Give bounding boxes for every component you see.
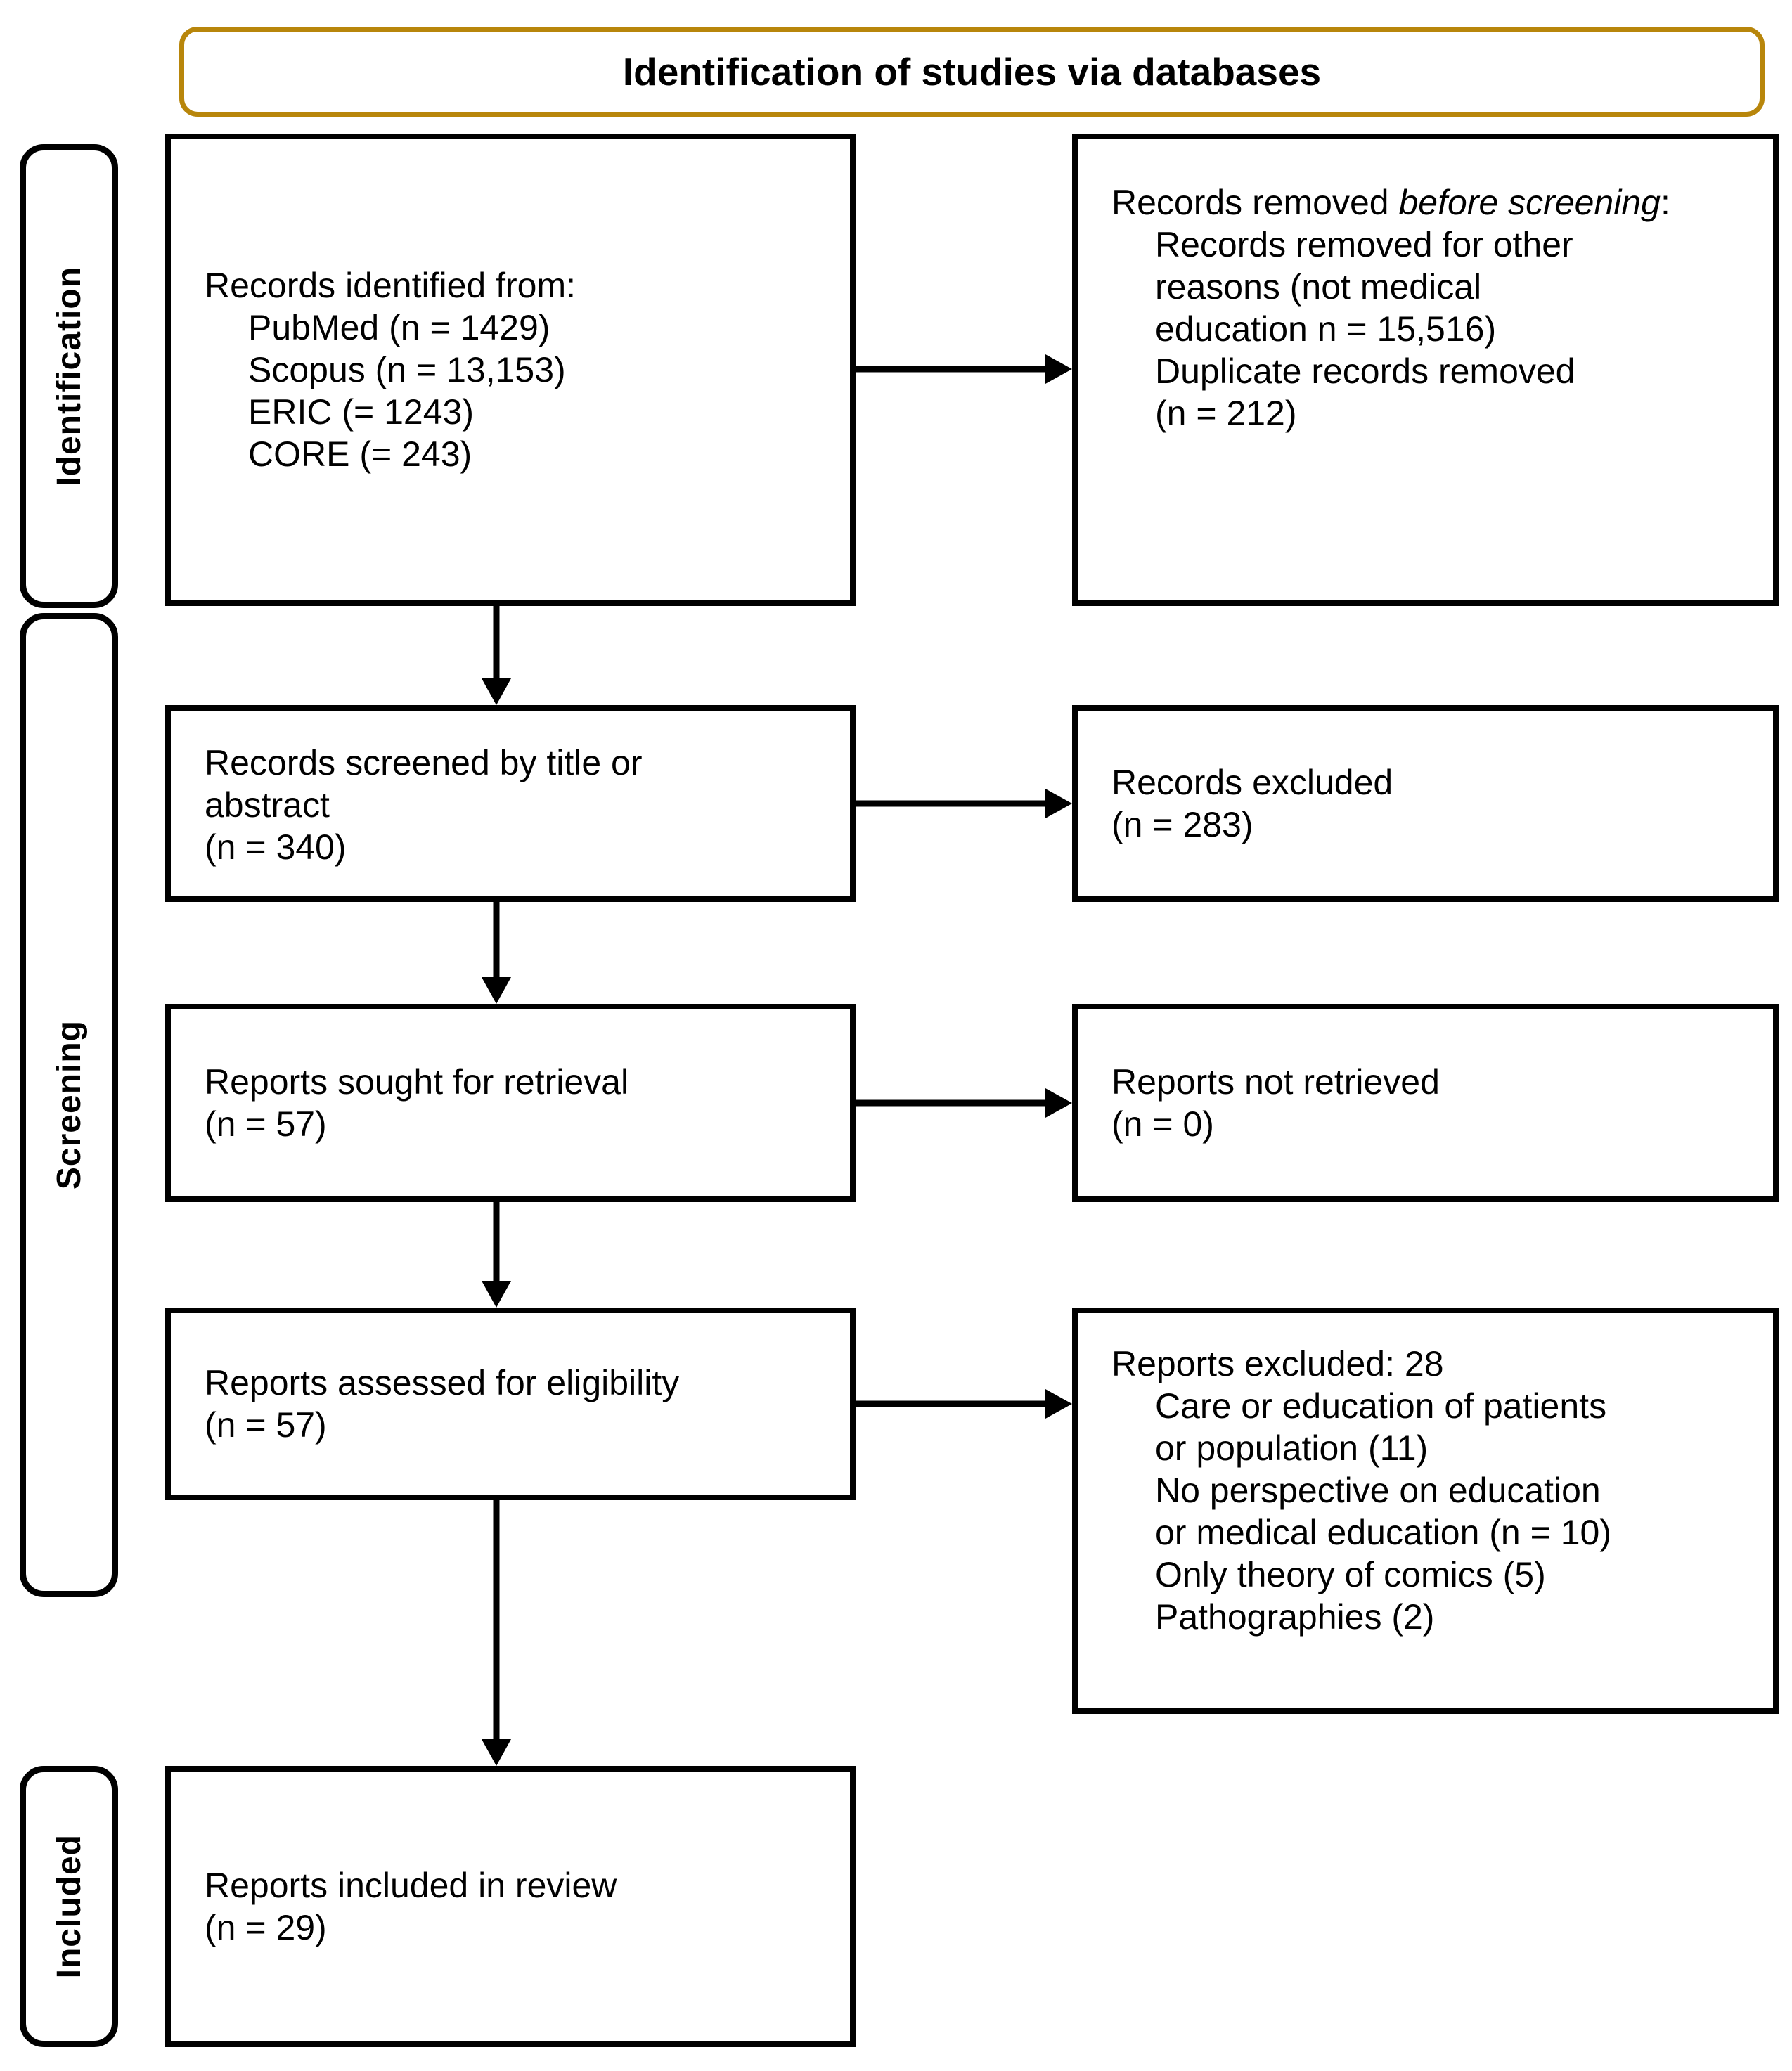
records-identified-title: Records identified from:: [205, 266, 576, 305]
reports-not-retrieved-line-2: (n = 0): [1111, 1104, 1214, 1144]
arrow-identified-to-screened: [481, 606, 512, 705]
records-identified-item-pubmed: PubMed (n = 1429): [248, 308, 550, 347]
arrow-screened-to-excluded: [856, 788, 1072, 819]
box-records-removed-before-screening: Records removed before screening: Record…: [1072, 134, 1779, 606]
records-removed-item-5: (n = 212): [1155, 394, 1297, 433]
records-removed-title-tail: :: [1660, 183, 1670, 222]
box-records-excluded: Records excluded (n = 283): [1072, 705, 1779, 902]
reports-excluded-item-4: or medical education (n = 10): [1155, 1513, 1611, 1552]
reports-excluded-item-3: No perspective on education: [1155, 1471, 1601, 1510]
reports-included-line-1: Reports included in review: [205, 1866, 617, 1905]
reports-included-line-2: (n = 29): [205, 1908, 327, 1947]
box-reports-sought: Reports sought for retrieval (n = 57): [165, 1004, 856, 1202]
records-removed-title-plain: Records removed: [1111, 183, 1399, 222]
reports-excluded-title: Reports excluded: 28: [1111, 1344, 1444, 1383]
records-removed-item-3: education n = 15,516): [1155, 309, 1497, 349]
reports-assessed-line-1: Reports assessed for eligibility: [205, 1363, 680, 1402]
diagram-header-banner: Identification of studies via databases: [179, 27, 1765, 117]
records-identified-item-eric: ERIC (= 1243): [248, 392, 474, 432]
arrow-identified-to-removed: [856, 354, 1072, 385]
box-reports-included: Reports included in review (n = 29): [165, 1766, 856, 2047]
reports-assessed-line-2: (n = 57): [205, 1405, 327, 1445]
box-records-identified: Records identified from: PubMed (n = 142…: [165, 134, 856, 606]
arrow-assessed-to-included: [481, 1500, 512, 1766]
stage-label-identification: Identification: [20, 144, 118, 608]
reports-excluded-item-6: Pathographies (2): [1155, 1597, 1435, 1637]
stage-label-identification-text: Identification: [50, 266, 88, 486]
records-identified-item-scopus: Scopus (n = 13,153): [248, 350, 566, 389]
arrow-assessed-to-excluded: [856, 1388, 1072, 1419]
records-excluded-line-2: (n = 283): [1111, 805, 1253, 844]
records-screened-line-1: Records screened by title or: [205, 743, 643, 782]
box-reports-excluded-detail: Reports excluded: 28 Care or education o…: [1072, 1308, 1779, 1714]
reports-sought-line-1: Reports sought for retrieval: [205, 1062, 629, 1102]
reports-excluded-item-2: or population (11): [1155, 1428, 1429, 1468]
box-reports-assessed: Reports assessed for eligibility (n = 57…: [165, 1308, 856, 1500]
records-screened-line-3: (n = 340): [205, 827, 347, 867]
stage-label-screening: Screening: [20, 613, 118, 1597]
reports-not-retrieved-line-1: Reports not retrieved: [1111, 1062, 1440, 1102]
box-records-screened: Records screened by title or abstract (n…: [165, 705, 856, 902]
stage-label-screening-text: Screening: [50, 1020, 88, 1190]
records-removed-title: Records removed before screening:: [1111, 181, 1755, 224]
box-reports-not-retrieved: Reports not retrieved (n = 0): [1072, 1004, 1779, 1202]
records-screened-line-2: abstract: [205, 785, 330, 825]
records-removed-item-2: reasons (not medical: [1155, 267, 1482, 307]
arrow-sought-to-assessed: [481, 1202, 512, 1308]
reports-sought-line-2: (n = 57): [205, 1104, 327, 1144]
records-excluded-line-1: Records excluded: [1111, 763, 1393, 802]
reports-excluded-item-1: Care or education of patients: [1155, 1386, 1607, 1426]
records-identified-item-core: CORE (= 243): [248, 434, 472, 474]
records-removed-item-4: Duplicate records removed: [1155, 351, 1575, 391]
records-removed-title-italic: before screening: [1398, 183, 1661, 222]
arrow-sought-to-not-retrieved: [856, 1088, 1072, 1118]
stage-label-included: Included: [20, 1766, 118, 2047]
arrow-screened-to-sought: [481, 902, 512, 1004]
stage-label-included-text: Included: [50, 1834, 88, 1979]
records-removed-item-1: Records removed for other: [1155, 225, 1573, 264]
page-title: Identification of studies via databases: [622, 49, 1322, 93]
reports-excluded-item-5: Only theory of comics (5): [1155, 1555, 1546, 1594]
